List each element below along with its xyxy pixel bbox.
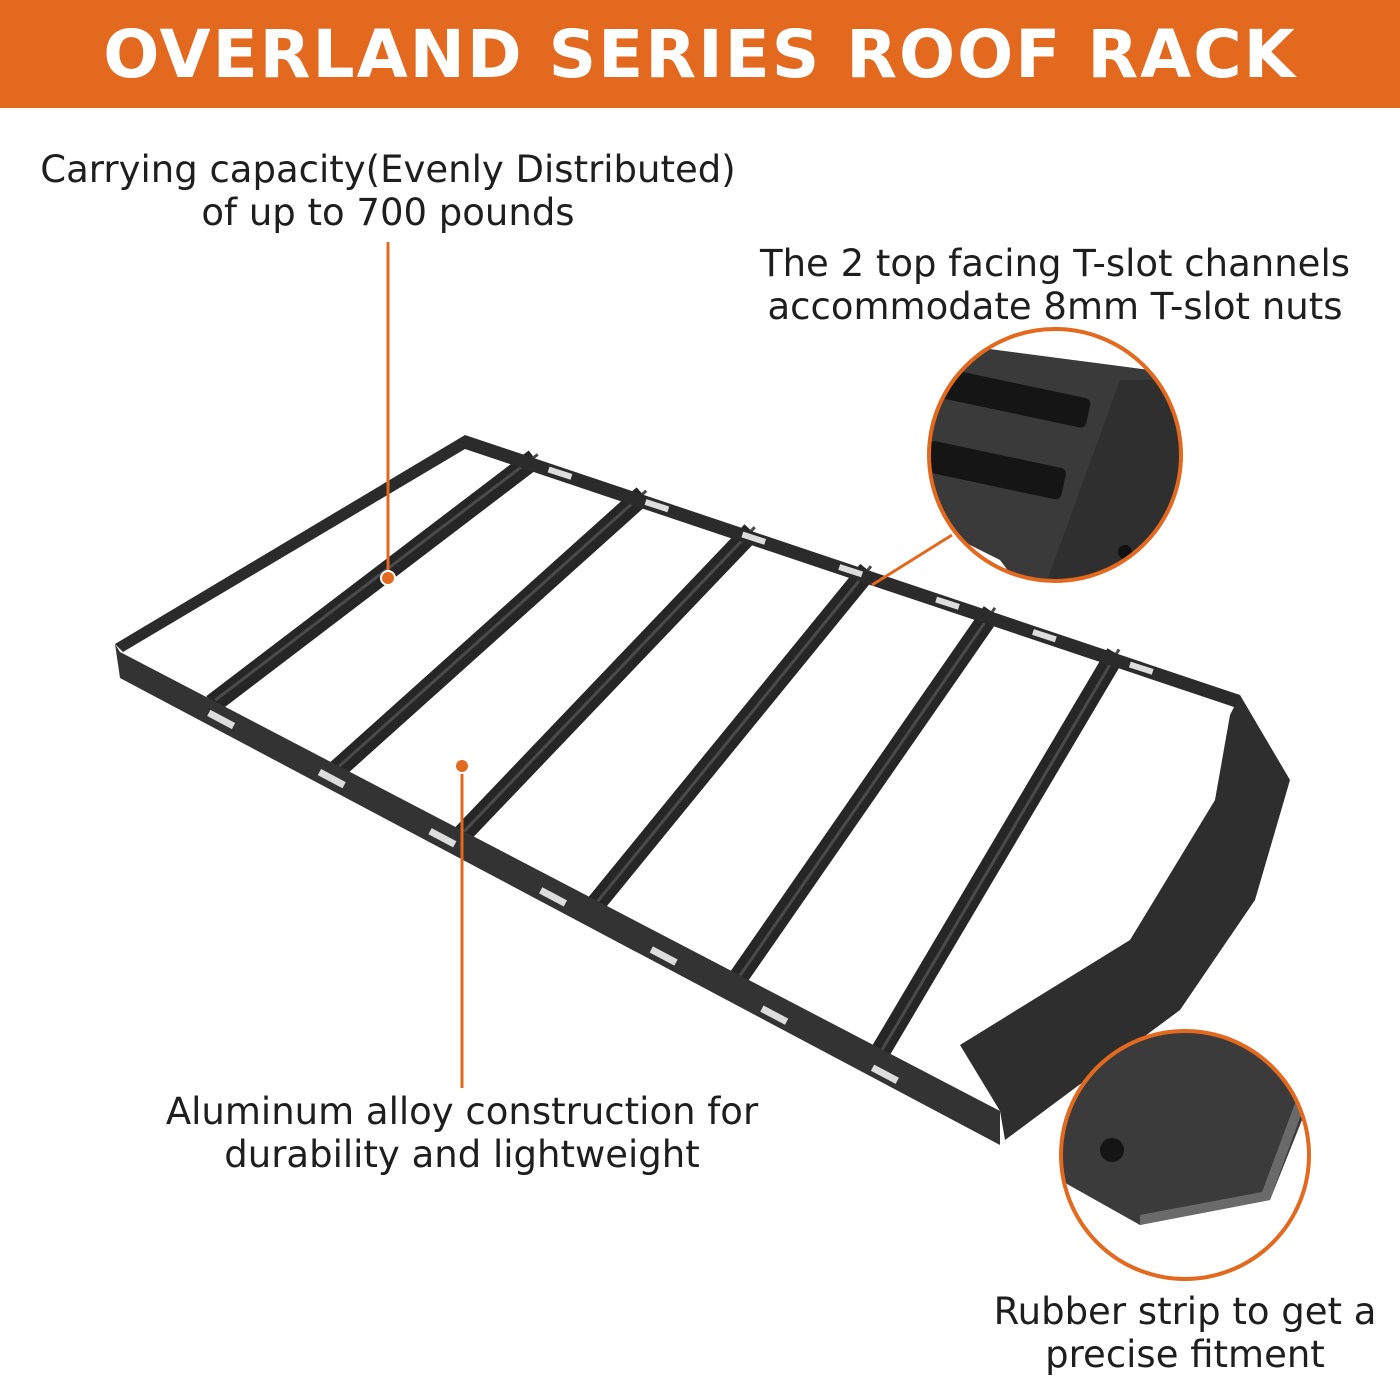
front-rail	[115, 644, 1000, 1145]
rubber-strip-detail-ring	[1059, 1029, 1311, 1281]
capacity-callout-line2: of up to 700 pounds	[201, 191, 575, 234]
tslot-callout: The 2 top facing T-slot channels accommo…	[760, 242, 1350, 328]
crossbar-tslot	[594, 565, 873, 905]
aluminum-callout-line1: Aluminum alloy construction for	[165, 1090, 759, 1133]
rail-slot	[741, 531, 767, 545]
left-rail	[115, 435, 465, 652]
tslot-detail-zoom	[929, 329, 1181, 581]
rail-slot	[1032, 629, 1057, 643]
tslot-callout-line1: The 2 top facing T-slot channels	[760, 242, 1350, 285]
aluminum-callout: Aluminum alloy construction for durabili…	[166, 1090, 758, 1176]
rubber-callout: Rubber strip to get a precise fitment	[994, 1290, 1377, 1376]
roof-rack-image	[115, 435, 1290, 1145]
crossbar-tslot	[214, 453, 539, 702]
rail-slot	[649, 946, 678, 966]
aluminum-callout-line2: durability and lightweight	[224, 1133, 700, 1176]
tslot-detail-ring	[927, 327, 1183, 583]
rail-slot	[935, 596, 960, 610]
rail-slot	[207, 709, 236, 730]
crossbar-tslot	[736, 606, 997, 980]
rail-slot	[838, 564, 863, 578]
rail-slot	[547, 466, 573, 480]
crossbar-tslot	[338, 489, 648, 768]
capacity-callout: Carrying capacity(Evenly Distributed) of…	[40, 148, 735, 234]
rail-slot	[870, 1064, 899, 1084]
aluminum-leader-dot	[454, 758, 470, 774]
rubber-callout-line1: Rubber strip to get a	[993, 1290, 1377, 1333]
title-banner: OVERLAND SERIES ROOF RACK	[0, 0, 1400, 108]
rail-slot	[539, 887, 568, 907]
leader-lines	[386, 242, 953, 1088]
page-title: OVERLAND SERIES ROOF RACK	[103, 15, 1297, 93]
tslot-leader-line	[871, 533, 953, 587]
crossbar-tslot	[462, 526, 756, 834]
rail-slot	[644, 499, 670, 513]
rail-slot	[1128, 661, 1154, 675]
rail-slot	[428, 828, 457, 848]
rail-slot	[760, 1005, 789, 1025]
rail-slot	[317, 768, 346, 789]
rubber-callout-line2: precise fitment	[1045, 1333, 1325, 1376]
tslot-callout-line2: accommodate 8mm T-slot nuts	[767, 285, 1343, 328]
wind-fairing	[960, 695, 1290, 1140]
capacity-callout-line1: Carrying capacity(Evenly Distributed)	[40, 148, 736, 191]
rubber-strip-detail-zoom	[1061, 1031, 1309, 1279]
capacity-leader-dot	[380, 570, 396, 586]
crossbar-tslot	[877, 648, 1121, 1056]
